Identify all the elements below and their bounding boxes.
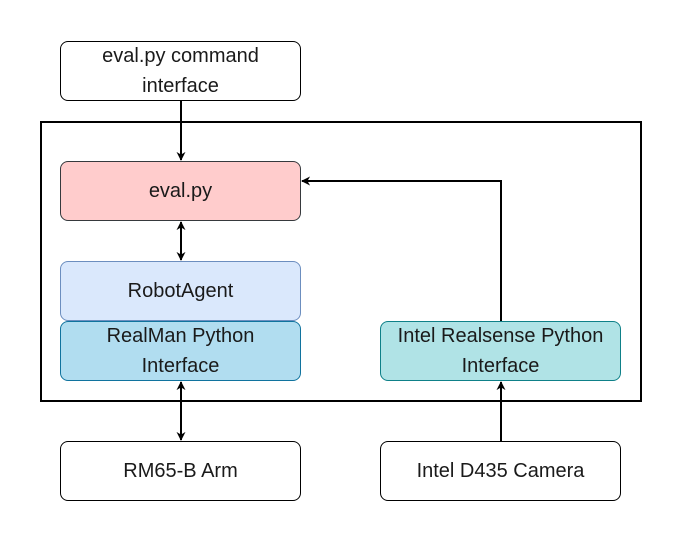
node-realsense-interface-label: Intel Realsense Python Interface xyxy=(397,325,604,377)
node-rm65-arm-label: RM65-B Arm xyxy=(123,460,238,482)
node-realsense-interface[interactable]: Intel Realsense Python Interface xyxy=(380,321,621,381)
edge-realsense-to-eval xyxy=(301,176,502,321)
node-rm65-arm[interactable]: RM65-B Arm xyxy=(60,441,301,501)
node-robot-agent[interactable]: RobotAgent xyxy=(60,261,301,321)
node-robot-agent-label: RobotAgent xyxy=(127,280,234,302)
system-boundary xyxy=(40,121,642,402)
node-eval-py-label: eval.py xyxy=(148,180,213,202)
node-eval-py[interactable]: eval.py xyxy=(60,161,301,221)
node-cmd-interface[interactable]: eval.py command interface xyxy=(60,41,301,101)
node-realman-interface[interactable]: RealMan Python Interface xyxy=(60,321,301,381)
node-realman-interface-label: RealMan Python Interface xyxy=(106,325,255,377)
node-d435-camera[interactable]: Intel D435 Camera xyxy=(380,441,621,501)
node-d435-camera-label: Intel D435 Camera xyxy=(416,460,585,482)
node-cmd-interface-label: eval.py command interface xyxy=(102,45,259,97)
